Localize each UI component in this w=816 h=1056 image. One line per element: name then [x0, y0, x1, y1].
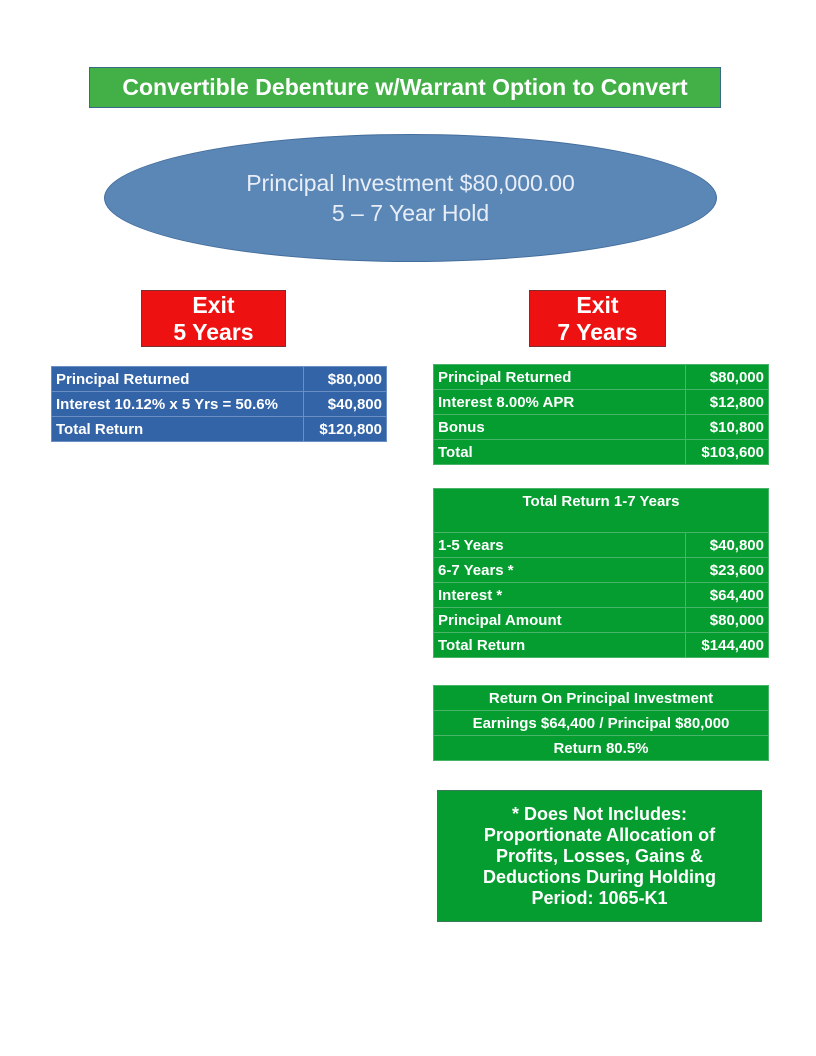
row-label: Principal Amount [432, 607, 687, 633]
exit-7-table: Principal Returned $80,000 Interest 8.00… [432, 364, 769, 465]
note-line: Profits, Losses, Gains & [495, 845, 704, 866]
table-row: Principal Returned $80,000 [432, 364, 769, 390]
note-line: Deductions During Holding [483, 866, 716, 887]
roi-earnings: Earnings $64,400 / Principal $80,000 [433, 710, 769, 736]
row-value: $80,000 [303, 366, 387, 392]
note-line: Period: 1065-K1 [531, 887, 668, 908]
table-header-row: Total Return 1-7 Years [433, 488, 769, 533]
exit-7-years-box: Exit 7 Years [529, 290, 666, 347]
row-label: Principal Returned [50, 366, 305, 392]
table-row: Return 80.5% [433, 735, 769, 761]
row-label: Interest * [432, 582, 687, 608]
table-header: Total Return 1-7 Years [433, 488, 769, 533]
table-row: Principal Returned $80,000 [50, 366, 387, 392]
principal-investment-ellipse: Principal Investment $80,000.00 5 – 7 Ye… [104, 134, 717, 262]
hold-period: 5 – 7 Year Hold [331, 200, 490, 226]
row-label: Total Return [432, 632, 687, 658]
table-row: Return On Principal Investment [433, 685, 769, 711]
roi-return: Return 80.5% [433, 735, 769, 761]
row-value: $64,400 [685, 582, 769, 608]
exit-5-table: Principal Returned $80,000 Interest 10.1… [50, 366, 387, 442]
row-value: $80,000 [685, 607, 769, 633]
row-value: $80,000 [685, 364, 769, 390]
investment-amount: Principal Investment $80,000.00 [246, 170, 575, 196]
table-row: Interest * $64,400 [432, 582, 769, 608]
total-return-table: Total Return 1-7 Years 1-5 Years $40,800… [432, 488, 769, 658]
table-row: Total Return $144,400 [432, 632, 769, 658]
row-value: $12,800 [685, 389, 769, 415]
note-line: Proportionate Allocation of [483, 824, 716, 845]
row-label: Principal Returned [432, 364, 687, 390]
table-row: Total $103,600 [432, 439, 769, 465]
row-label: Total Return [50, 416, 305, 442]
page-title: Convertible Debenture w/Warrant Option t… [89, 67, 721, 108]
note-line: * Does Not Includes: [511, 803, 688, 824]
table-row: Interest 8.00% APR $12,800 [432, 389, 769, 415]
table-row: Earnings $64,400 / Principal $80,000 [433, 710, 769, 736]
exit-5-years-box: Exit 5 Years [141, 290, 286, 347]
exit-5-label: Exit [192, 291, 235, 318]
row-label: 1-5 Years [432, 532, 687, 558]
row-value: $10,800 [685, 414, 769, 440]
exit-7-years: 7 Years [557, 318, 638, 345]
row-value: $23,600 [685, 557, 769, 583]
roi-table: Return On Principal Investment Earnings … [433, 685, 769, 761]
table-row: Bonus $10,800 [432, 414, 769, 440]
exit-5-years: 5 Years [173, 318, 254, 345]
disclaimer-note: * Does Not Includes: Proportionate Alloc… [437, 790, 762, 922]
row-label: Bonus [432, 414, 687, 440]
row-value: $40,800 [303, 391, 387, 417]
roi-header: Return On Principal Investment [433, 685, 769, 711]
row-label: Interest 10.12% x 5 Yrs = 50.6% [50, 391, 305, 417]
table-row: Interest 10.12% x 5 Yrs = 50.6% $40,800 [50, 391, 387, 417]
row-value: $40,800 [685, 532, 769, 558]
table-row: 6-7 Years * $23,600 [432, 557, 769, 583]
row-value: $103,600 [685, 439, 769, 465]
exit-7-label: Exit [576, 291, 619, 318]
row-label: Total [432, 439, 687, 465]
row-label: 6-7 Years * [432, 557, 687, 583]
table-row: 1-5 Years $40,800 [432, 532, 769, 558]
row-value: $144,400 [685, 632, 769, 658]
table-row: Principal Amount $80,000 [432, 607, 769, 633]
row-value: $120,800 [303, 416, 387, 442]
row-label: Interest 8.00% APR [432, 389, 687, 415]
table-row: Total Return $120,800 [50, 416, 387, 442]
